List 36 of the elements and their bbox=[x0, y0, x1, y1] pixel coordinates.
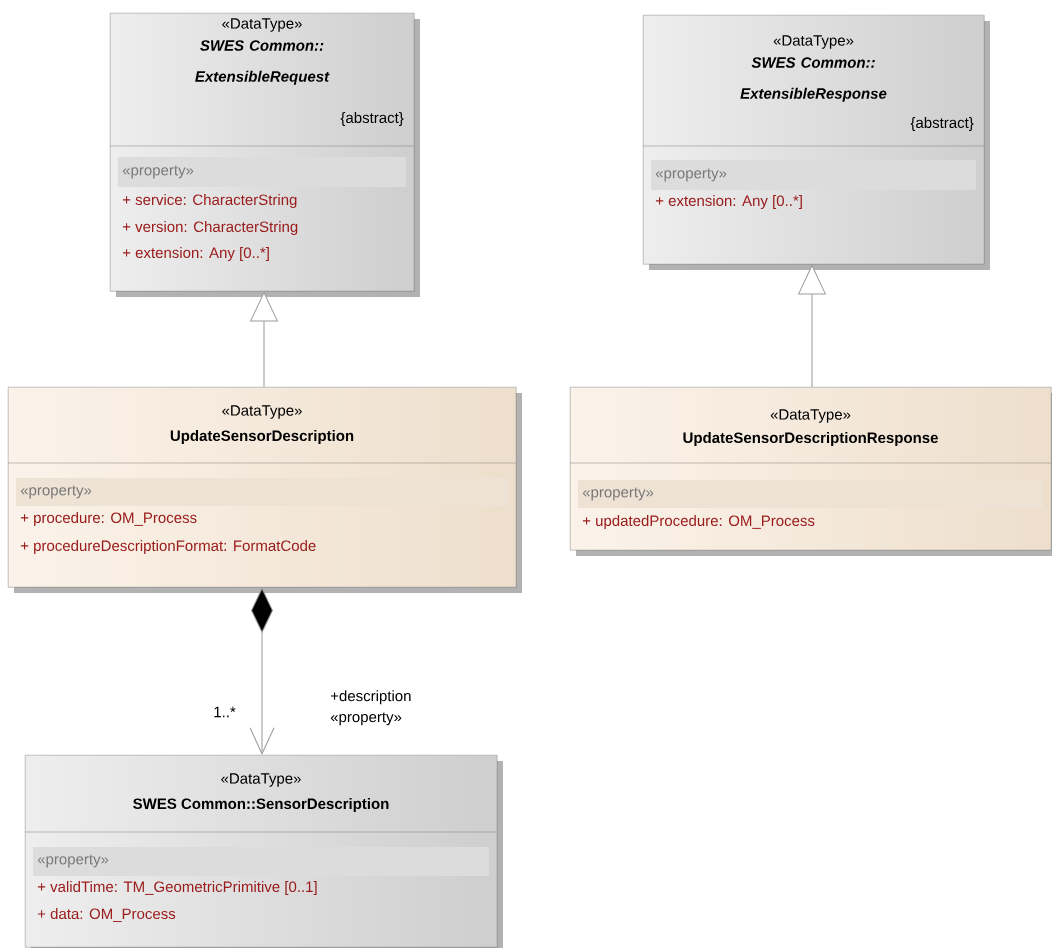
compartment-label: «property» bbox=[655, 168, 727, 182]
compartment-label: «property» bbox=[582, 487, 654, 501]
edge-label: +description «property» bbox=[330, 690, 411, 726]
multiplicity-label: 1..* bbox=[214, 706, 236, 718]
compartment-label: «property» bbox=[122, 165, 194, 179]
class-box bbox=[109, 13, 420, 297]
stereotype-label: «DataType» bbox=[770, 409, 851, 423]
class-box bbox=[24, 755, 503, 948]
class-name: SWES Common::SensorDescription bbox=[133, 798, 389, 812]
attribute: + service: CharacterString bbox=[122, 194, 297, 208]
class-box bbox=[642, 15, 990, 270]
attribute: + procedure: OM_Process bbox=[20, 512, 197, 526]
compartment-label: «property» bbox=[20, 485, 92, 499]
class-name: SWES Common:: ExtensibleResponse bbox=[740, 57, 887, 102]
attribute: + extension: Any [0..*] bbox=[655, 195, 802, 209]
constraint-label: {abstract} bbox=[340, 112, 404, 126]
class-name: UpdateSensorDescriptionResponse bbox=[683, 432, 938, 446]
compartment-label: «property» bbox=[37, 854, 109, 868]
stereotype-label: «DataType» bbox=[222, 18, 302, 32]
composition-arrow bbox=[249, 588, 275, 755]
attribute: + validTime: TM_GeometricPrimitive [0..1] bbox=[37, 881, 317, 895]
class-name: UpdateSensorDescription bbox=[170, 430, 354, 444]
attribute: + procedureDescriptionFormat: FormatCode bbox=[20, 540, 316, 554]
attribute: + updatedProcedure: OM_Process bbox=[582, 515, 815, 529]
class-name: SWES Common:: ExtensibleRequest bbox=[195, 40, 330, 85]
attribute: + data: OM_Process bbox=[37, 908, 176, 922]
attribute: + extension: Any [0..*] bbox=[122, 247, 269, 261]
constraint-label: {abstract} bbox=[910, 117, 974, 131]
stereotype-label: «DataType» bbox=[773, 35, 854, 49]
stereotype-label: «DataType» bbox=[222, 405, 302, 419]
attribute: + version: CharacterString bbox=[122, 221, 298, 235]
class-box bbox=[569, 387, 1052, 556]
generalization-arrow bbox=[250, 292, 278, 388]
class-box bbox=[7, 387, 522, 593]
generalization-arrow bbox=[798, 265, 826, 388]
stereotype-label: «DataType» bbox=[221, 773, 301, 787]
